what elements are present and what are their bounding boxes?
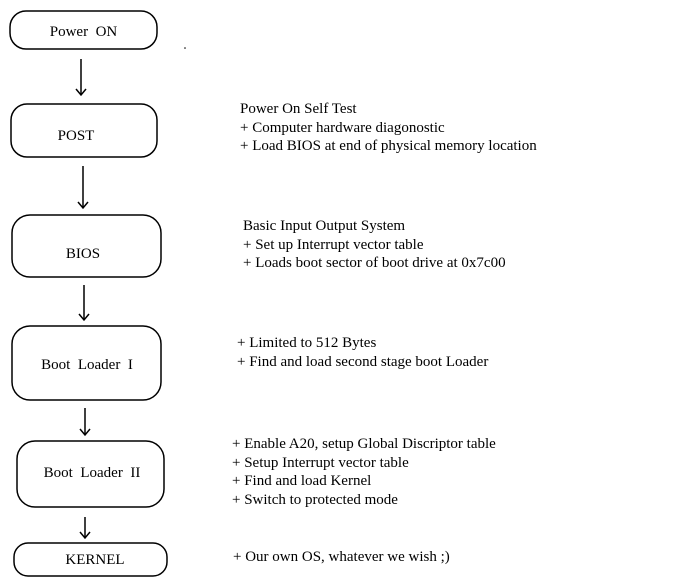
node-post-label: POST (58, 128, 95, 144)
desc-line: + Switch to protected mode (232, 491, 398, 508)
stray-dot (184, 47, 186, 49)
desc-line: + Our own OS, whatever we wish ;) (233, 549, 450, 565)
desc-line: Basic Input Output System (243, 218, 406, 234)
desc-line: + Limited to 512 Bytes (237, 335, 377, 351)
desc-line: + Computer hardware diagonostic (240, 119, 445, 136)
node-bios-label: BIOS (66, 246, 100, 262)
node-boot-loader-1-label: Boot Loader I (41, 357, 133, 373)
node-power-on-box (9, 10, 158, 50)
desc-line: + Set up Interrupt vector table (243, 236, 424, 253)
node-kernel-label: KERNEL (65, 552, 124, 568)
arrow-boot-loader-2-to-kernel (79, 517, 91, 540)
boot-loader-1-description: + Limited to 512 Bytes + Find and load s… (237, 334, 488, 371)
desc-line: + Loads boot sector of boot drive at 0x7… (243, 255, 506, 271)
desc-line: + Enable A20, setup Global Discriptor ta… (232, 436, 496, 452)
desc-line: + Find and load Kernel (232, 473, 372, 489)
desc-line: + Setup Interrupt vector table (232, 454, 409, 471)
boot-loader-2-description: + Enable A20, setup Global Discriptor ta… (232, 435, 496, 509)
node-boot-loader-2-label: Boot Loader II (44, 465, 141, 481)
desc-line: + Find and load second stage boot Loader (237, 353, 489, 370)
node-boot-loader-1-box (11, 325, 162, 401)
node-boot-loader-2-box (16, 440, 165, 508)
kernel-description: + Our own OS, whatever we wish ;) (233, 548, 450, 567)
node-power-on-label: Power ON (50, 24, 118, 40)
desc-line: Power On Self Test (240, 101, 357, 117)
post-description: Power On Self Test + Computer hardware d… (240, 100, 537, 156)
node-kernel-box (13, 542, 168, 577)
arrow-power-on-to-post (75, 59, 87, 97)
arrow-bios-to-boot-loader-1 (78, 285, 90, 322)
bios-description: Basic Input Output System + Set up Inter… (243, 217, 506, 273)
node-bios-box (11, 214, 162, 278)
desc-line: + Load BIOS at end of physical memory lo… (240, 138, 537, 154)
arrow-post-to-bios (77, 166, 89, 210)
node-post-box (10, 103, 158, 158)
arrow-boot-loader-1-to-boot-loader-2 (79, 408, 91, 437)
